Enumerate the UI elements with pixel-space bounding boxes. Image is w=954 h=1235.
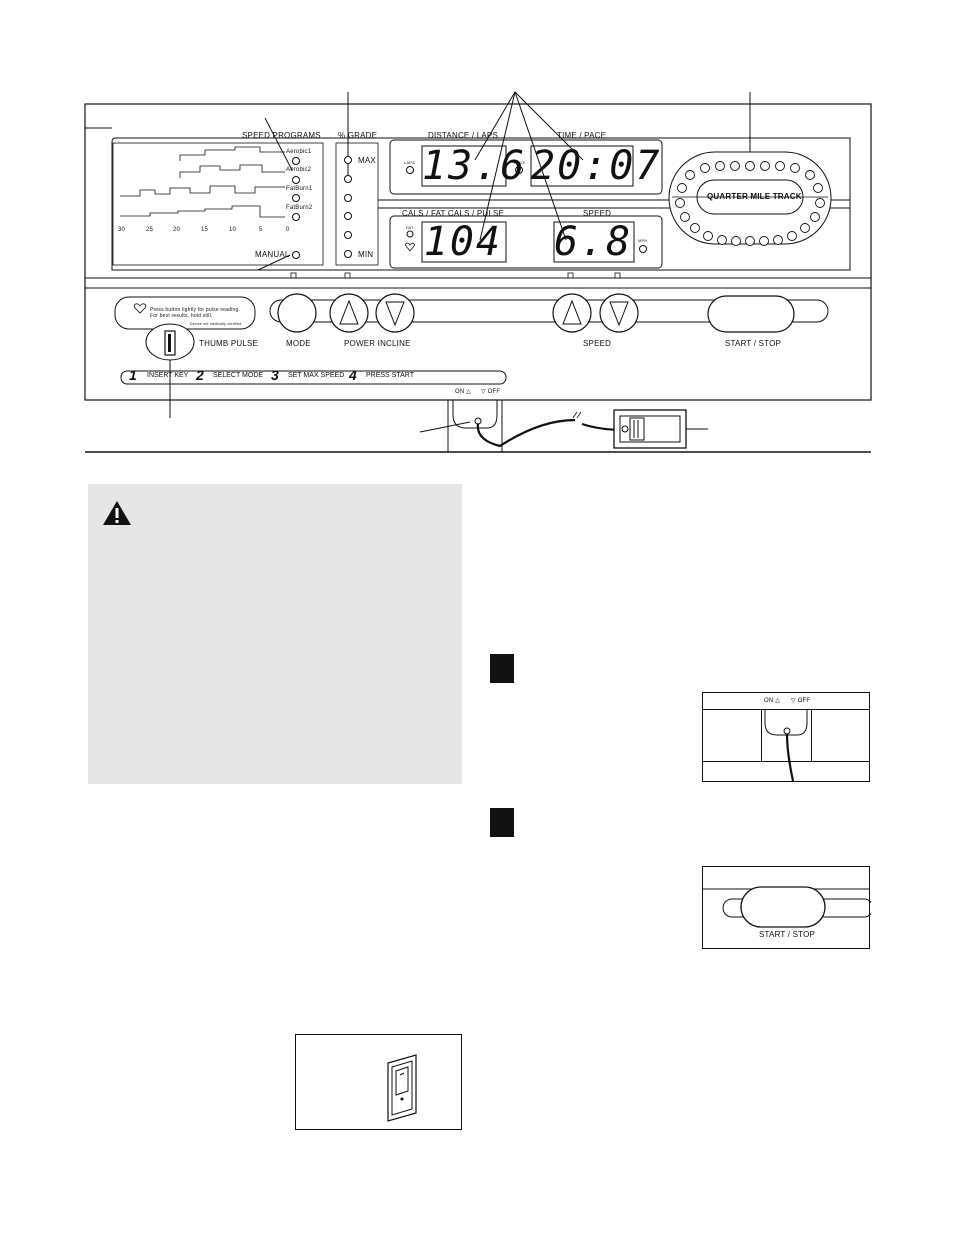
time-axis-5: 5 [259, 227, 263, 233]
key-slot[interactable] [453, 402, 497, 428]
manual-label: MANUAL [255, 250, 290, 259]
pace-label: PACE [514, 160, 526, 165]
inset-key-drawing [764, 710, 808, 782]
track-label: QUARTER MILE TRACK [707, 192, 802, 201]
time-axis-15: 15 [201, 227, 209, 233]
start-stop-button[interactable] [708, 296, 794, 332]
step-2-number: 2 [196, 367, 204, 383]
thumb-pulse-label: THUMB PULSE [199, 339, 259, 348]
step-4-number: 4 [349, 367, 357, 383]
step-marker-2 [490, 808, 514, 837]
safety-key[interactable] [614, 410, 686, 448]
switch-on-label: ON △ [455, 389, 472, 395]
incline-label: POWER INCLINE [344, 339, 411, 348]
inset-on-label: ON △ [764, 698, 781, 704]
inset-start-drawing [703, 886, 871, 928]
incline-down-button[interactable] [376, 294, 414, 332]
time-title: TIME / PACE [557, 131, 607, 140]
inset-start-stop-label: START / STOP [759, 930, 816, 939]
steps-row: 1 INSERT KEY 2 SELECT MODE 3 SET MAX SPE… [125, 367, 505, 385]
inset-power-switch [295, 1034, 462, 1130]
step-1-text: INSERT KEY [147, 372, 189, 379]
thumb-pulse-sensor[interactable] [146, 324, 194, 360]
speed-down-button[interactable] [600, 294, 638, 332]
mph-label: MPH [638, 238, 648, 243]
cals-display: 104 [423, 219, 502, 265]
start-stop-label: START / STOP [725, 339, 782, 348]
step-1-number: 1 [129, 367, 137, 383]
program-fatburn2: FatBurn2 [286, 205, 313, 211]
distance-display: 13.6 [422, 143, 527, 189]
grade-title: % GRADE [338, 131, 378, 140]
time-axis-30: 30 [118, 227, 126, 233]
time-axis-25: 25 [146, 227, 154, 233]
speed-programs-title: SPEED PROGRAMS [242, 131, 321, 140]
laps-label: LAPS [404, 160, 416, 165]
step-3-number: 3 [271, 367, 279, 383]
inset-start-stop: START / STOP [702, 866, 871, 949]
warning-icon [103, 501, 131, 525]
power-switch-drawing [387, 1054, 417, 1122]
speed-label: SPEED [583, 339, 612, 348]
inset-key-switch: ON △ ▽ OFF [702, 692, 870, 782]
step-marker-1 [490, 654, 514, 683]
cals-title: CALS / FAT CALS / PULSE [402, 209, 505, 218]
time-axis-0: 0 [286, 227, 290, 233]
program-fatburn1: FatBurn1 [286, 186, 313, 192]
distance-title: DISTANCE / LAPS [428, 131, 498, 140]
time-axis-20: 20 [173, 227, 181, 233]
step-4-text: PRESS START [366, 372, 414, 379]
incline-up-button[interactable] [330, 294, 368, 332]
console-diagram [84, 103, 872, 453]
program-aerobic2: Aerobic2 [286, 167, 312, 173]
step-3-text: SET MAX SPEED [288, 372, 345, 379]
fat-label: FAT [406, 225, 414, 230]
program-aerobic1: Aerobic1 [286, 149, 312, 155]
switch-off-label: ▽ OFF [481, 389, 501, 395]
pulse-small-note: Device not medically certified [190, 322, 242, 326]
time-display: 20:07 [531, 143, 662, 189]
speed-title: SPEED [583, 209, 612, 218]
speed-display: 6.8 [554, 219, 633, 265]
speed-up-button[interactable] [553, 294, 591, 332]
grade-min: MIN [358, 250, 374, 259]
mode-label: MODE [286, 339, 311, 348]
step-2-text: SELECT MODE [213, 372, 264, 379]
grade-max: MAX [358, 156, 376, 165]
time-axis-10: 10 [229, 227, 237, 233]
warning-box [88, 484, 462, 784]
mode-button[interactable] [278, 294, 316, 332]
inset-off-label: ▽ OFF [791, 698, 811, 704]
pulse-note: Press button lightly for pulse reading. … [150, 307, 241, 319]
